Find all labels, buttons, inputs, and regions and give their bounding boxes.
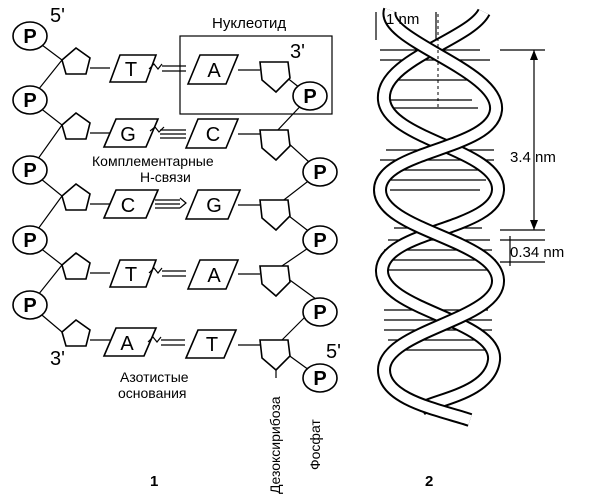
phosphate-left-2: P bbox=[12, 85, 48, 115]
phosphate-right-1: P bbox=[292, 81, 328, 111]
base-letter: G bbox=[120, 124, 136, 146]
base-left bbox=[102, 327, 158, 357]
sugar-right-3 bbox=[259, 199, 291, 232]
phosphate-right-3: P bbox=[302, 225, 338, 255]
base-right bbox=[184, 189, 242, 220]
base-left bbox=[108, 259, 158, 288]
base-right bbox=[186, 259, 240, 290]
nucleotide-box bbox=[179, 35, 333, 115]
base-left bbox=[102, 118, 160, 148]
end-3-bottom: 3' bbox=[50, 348, 65, 370]
phosphate-label: P bbox=[313, 302, 326, 324]
base-letter: A bbox=[120, 333, 134, 355]
phosphate-right-2: P bbox=[302, 157, 338, 187]
phosphate-left-5: P bbox=[12, 290, 48, 320]
left-panel: P P P P P P P P bbox=[12, 5, 341, 494]
phosphate-left-1: P bbox=[12, 21, 48, 51]
phosphate-left-4: P bbox=[12, 225, 48, 255]
hbond-label-line2: Н-связи bbox=[140, 169, 191, 185]
sugar-left-4 bbox=[61, 251, 91, 280]
phosphate-label: P bbox=[313, 368, 326, 390]
sugar-left-2 bbox=[61, 111, 91, 140]
panel-number-1: 1 bbox=[150, 473, 158, 490]
base-right bbox=[184, 118, 240, 149]
base-letter: C bbox=[121, 195, 135, 217]
base-letter: T bbox=[206, 334, 218, 356]
phosphate-label: P bbox=[23, 230, 36, 252]
end-3-right: 3' bbox=[290, 41, 305, 63]
left-backbone bbox=[29, 35, 63, 333]
sugar-right-2 bbox=[259, 129, 291, 162]
base-letter: G bbox=[206, 195, 222, 217]
base-left bbox=[108, 54, 158, 83]
phosphate-label-vertical: Фосфат bbox=[307, 419, 323, 470]
base-left bbox=[102, 189, 160, 219]
base-letter: C bbox=[206, 124, 220, 146]
phosphate-label: P bbox=[23, 295, 36, 317]
hbond-label-line1: Комплементарные bbox=[92, 153, 214, 169]
base-pair-5: A T bbox=[102, 327, 238, 359]
phosphate-right-5: P bbox=[302, 363, 338, 393]
bases-label-line2: основания bbox=[118, 385, 187, 401]
panel-number-2: 2 bbox=[425, 473, 433, 490]
base-pair-4: T A bbox=[108, 259, 240, 290]
base-letter: T bbox=[125, 59, 137, 81]
base-letter: T bbox=[125, 264, 137, 286]
base-letter: A bbox=[207, 265, 221, 287]
phosphate-label: P bbox=[23, 26, 36, 48]
phosphate-label: P bbox=[313, 162, 326, 184]
sugar-right-1 bbox=[259, 61, 291, 94]
sugar-base-links bbox=[90, 67, 260, 346]
width-label: 1 nm bbox=[386, 11, 419, 28]
sugar-label: Дезоксирибоза bbox=[267, 396, 283, 494]
base-pair-2: G C bbox=[102, 118, 240, 149]
base-letter: A bbox=[207, 60, 221, 82]
base-right bbox=[184, 329, 238, 359]
bases-label-line1: Азотистые bbox=[120, 369, 189, 385]
step-label: 0.34 nm bbox=[510, 244, 564, 261]
pitch-label: 3.4 nm bbox=[510, 149, 556, 166]
base-pair-1: T A bbox=[108, 54, 240, 85]
phosphate-left-3: P bbox=[12, 155, 48, 185]
end-5-top: 5' bbox=[50, 5, 65, 27]
phosphate-right-4: P bbox=[302, 297, 338, 327]
sugar-left-1 bbox=[61, 46, 91, 75]
base-right bbox=[186, 54, 240, 85]
nucleotide-label: Нуклеотид bbox=[212, 15, 286, 32]
sugar-left-5 bbox=[61, 318, 91, 347]
phosphate-label: P bbox=[23, 90, 36, 112]
sugar-left-3 bbox=[61, 182, 91, 211]
end-5-right: 5' bbox=[326, 341, 341, 363]
right-panel: 1 nm 3.4 nm 0.34 nm 2 bbox=[372, 7, 564, 490]
phosphate-label: P bbox=[303, 86, 316, 108]
phosphate-label: P bbox=[313, 230, 326, 252]
sugar-right-5 bbox=[259, 339, 291, 372]
sugar-right-4 bbox=[259, 265, 291, 298]
base-pair-3: C G bbox=[102, 189, 242, 220]
phosphate-label: P bbox=[23, 160, 36, 182]
